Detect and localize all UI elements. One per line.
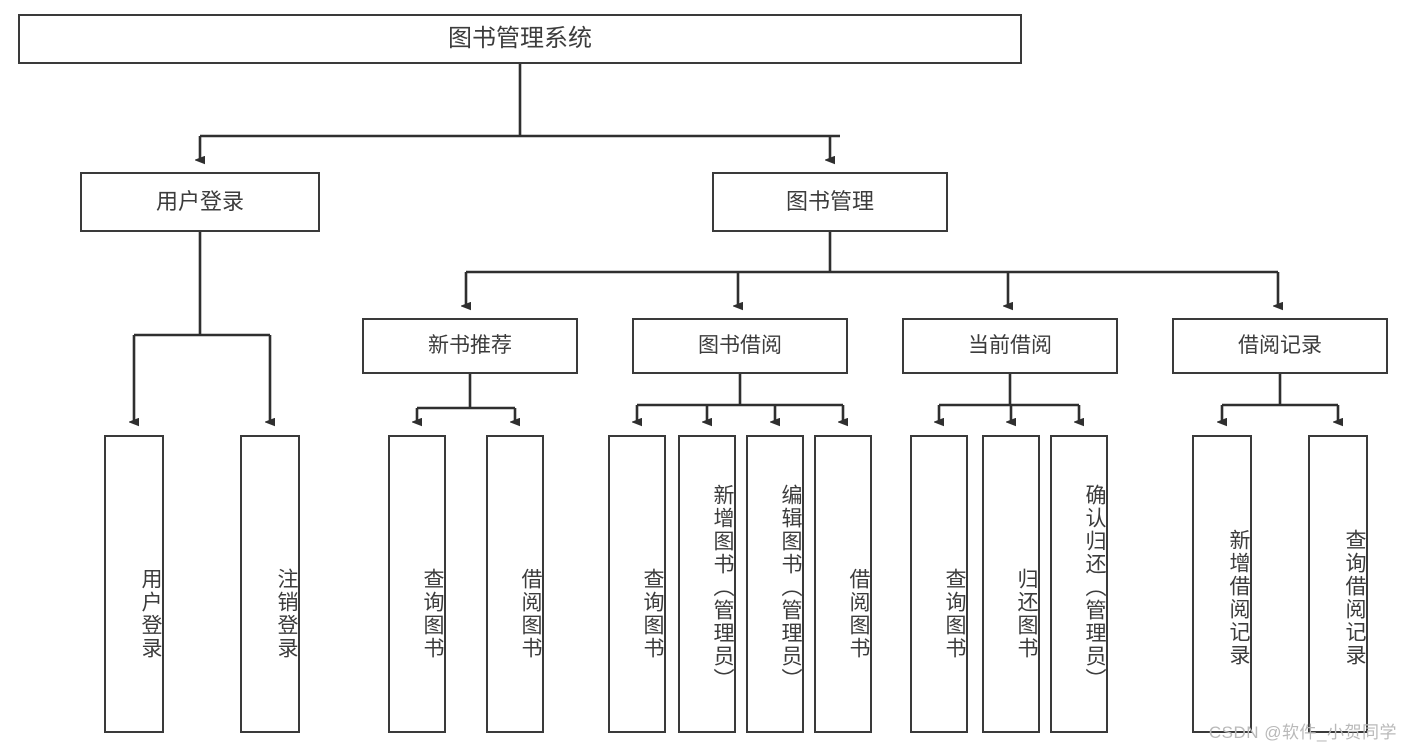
node-leaf-user-login[interactable]: 用户登录 bbox=[104, 435, 164, 733]
node-leaf-return-book[interactable]: 归还图书 bbox=[982, 435, 1040, 733]
node-leaf-add-record[interactable]: 新增借阅记录 bbox=[1192, 435, 1252, 733]
node-leaf-logout-login[interactable]: 注销登录 bbox=[240, 435, 300, 733]
node-book-borrow[interactable]: 图书借阅 bbox=[632, 318, 848, 374]
node-current-borrow[interactable]: 当前借阅 bbox=[902, 318, 1118, 374]
node-leaf-query-book-2[interactable]: 查询图书 bbox=[608, 435, 666, 733]
node-borrow-record[interactable]: 借阅记录 bbox=[1172, 318, 1388, 374]
node-leaf-confirm-return[interactable]: 确认归还（管理员） bbox=[1050, 435, 1108, 733]
node-leaf-query-book-3[interactable]: 查询图书 bbox=[910, 435, 968, 733]
node-leaf-borrow-book-2[interactable]: 借阅图书 bbox=[814, 435, 872, 733]
node-leaf-borrow-book-1[interactable]: 借阅图书 bbox=[486, 435, 544, 733]
node-user-login[interactable]: 用户登录 bbox=[80, 172, 320, 232]
node-leaf-add-book[interactable]: 新增图书（管理员） bbox=[678, 435, 736, 733]
node-root-system[interactable]: 图书管理系统 bbox=[18, 14, 1022, 64]
csdn-watermark: CSDN @软件_小贺同学 bbox=[1208, 723, 1397, 742]
node-leaf-query-book-1[interactable]: 查询图书 bbox=[388, 435, 446, 733]
node-new-book-recommend[interactable]: 新书推荐 bbox=[362, 318, 578, 374]
node-leaf-edit-book[interactable]: 编辑图书（管理员） bbox=[746, 435, 804, 733]
node-leaf-query-record[interactable]: 查询借阅记录 bbox=[1308, 435, 1368, 733]
node-book-manage[interactable]: 图书管理 bbox=[712, 172, 948, 232]
